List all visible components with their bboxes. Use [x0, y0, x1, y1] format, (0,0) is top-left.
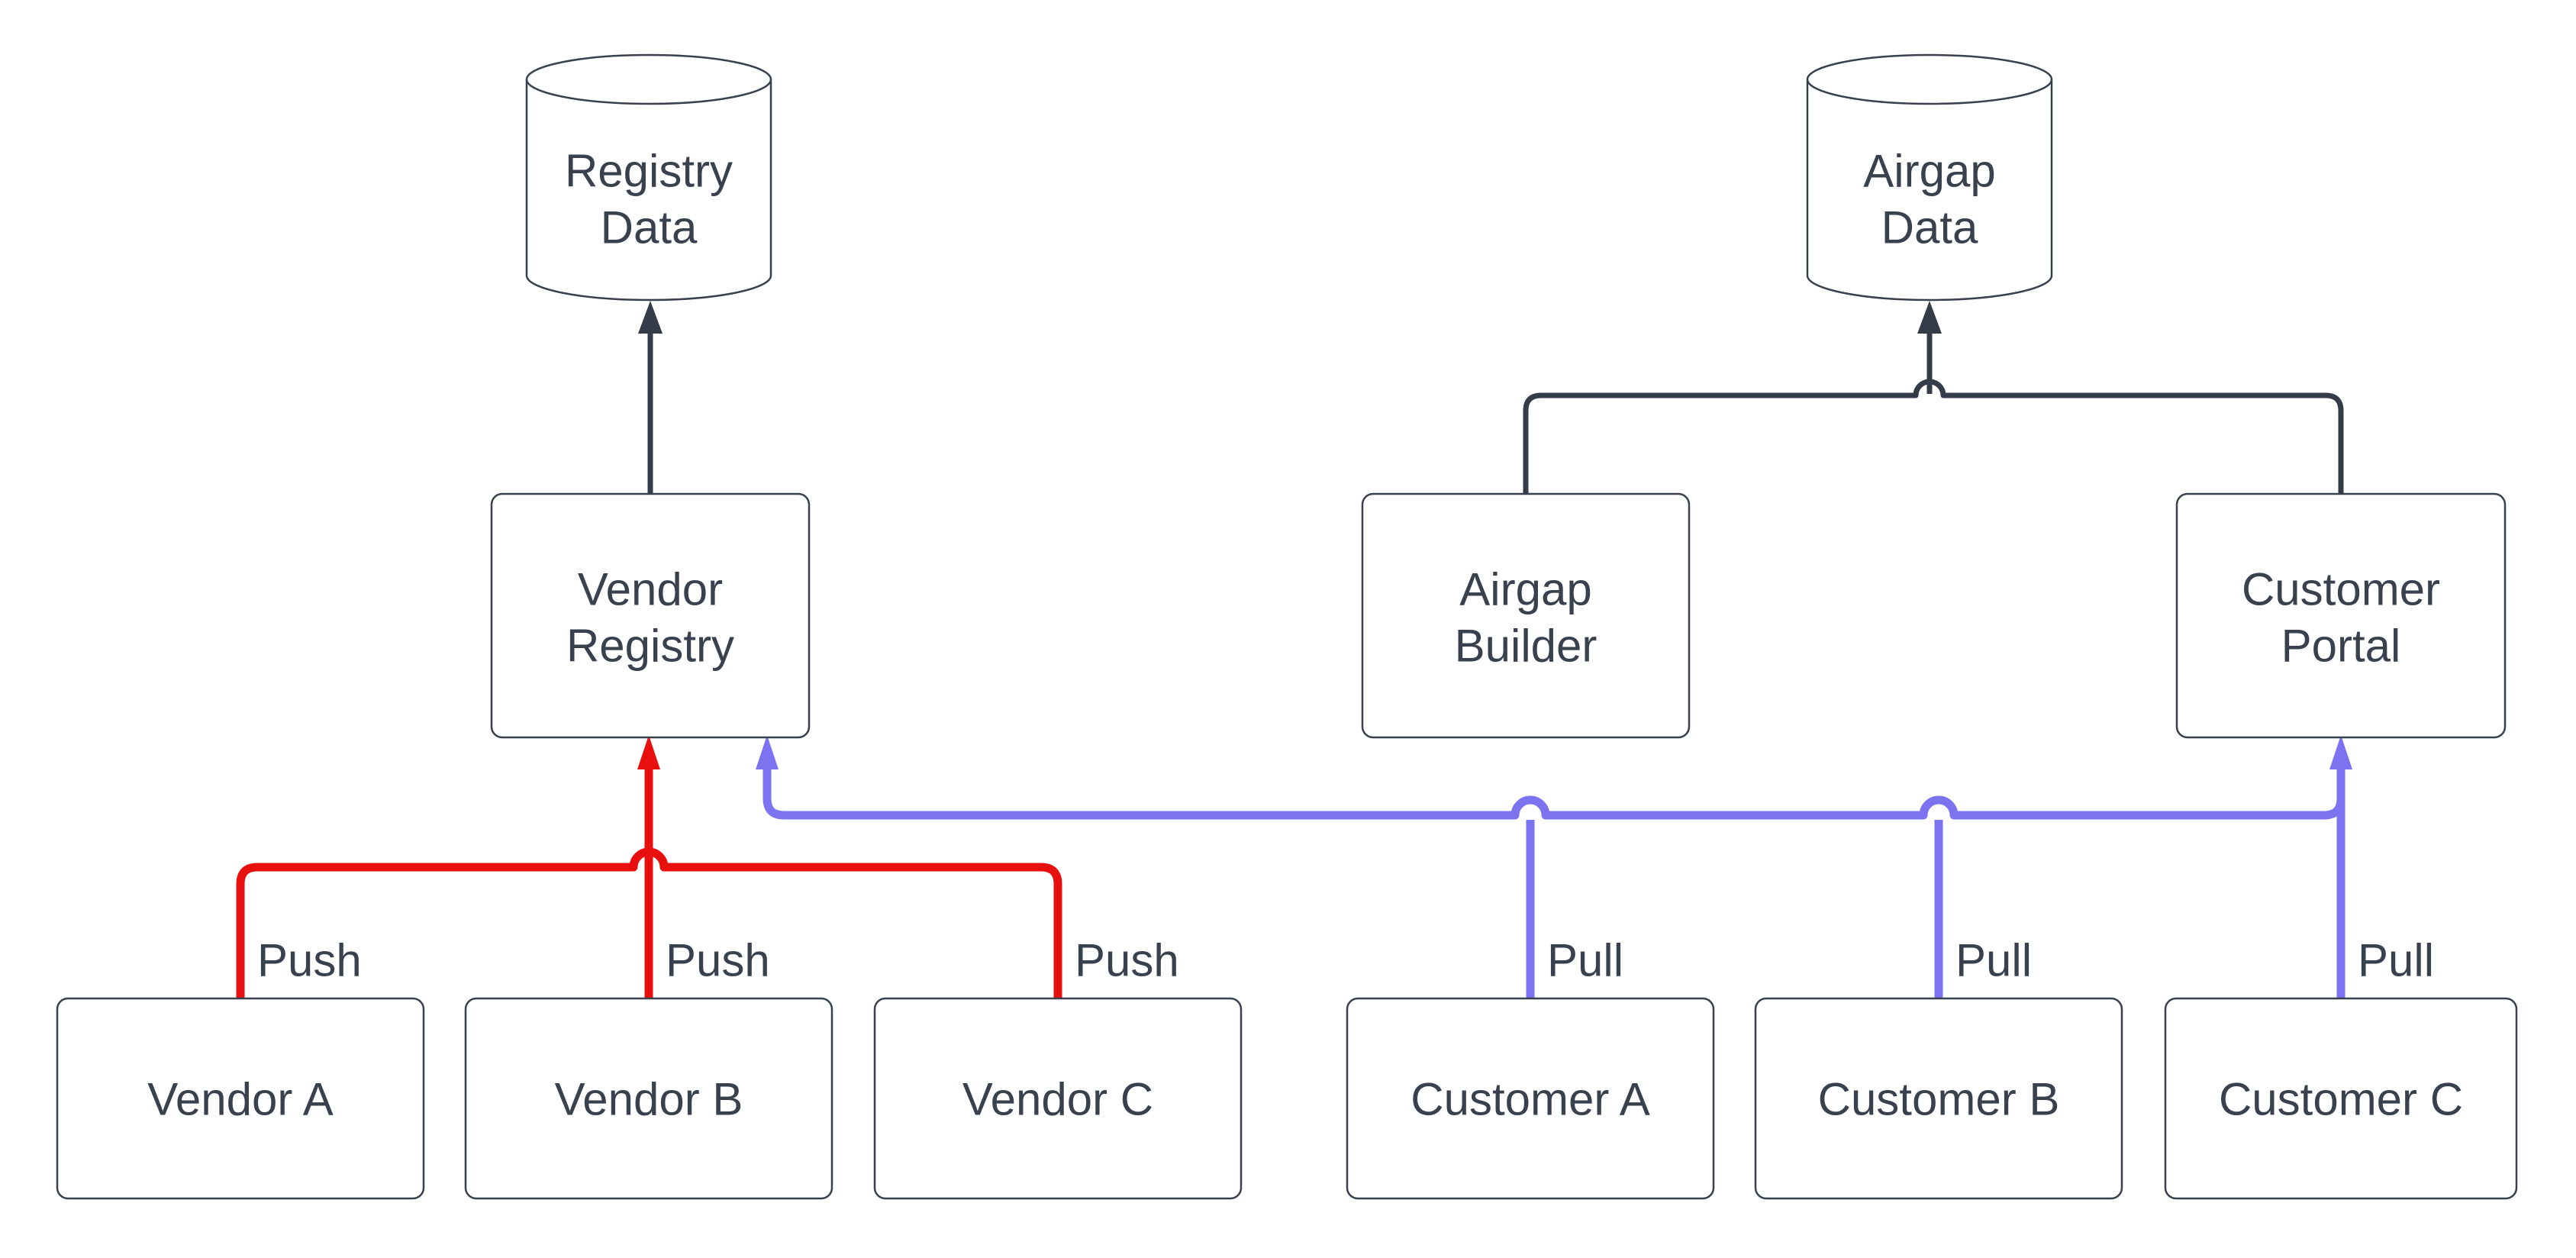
customer-b-label: Customer B	[1818, 1074, 2060, 1125]
node-vendor-b: Vendor B	[464, 997, 833, 1200]
customer-portal-label-line1: Customer	[2242, 564, 2440, 615]
node-vendor-a: Vendor A	[56, 997, 425, 1200]
customer-a-box	[1346, 997, 1715, 1200]
airgap-builder-box	[1361, 492, 1691, 739]
edge-label-pull-b: Pull	[1955, 935, 2032, 986]
edge-label-pull-c: Pull	[2358, 935, 2434, 986]
arrowhead-registry-data	[638, 301, 663, 334]
edge-label-push-a: Push	[257, 935, 362, 986]
airgap-builder-label-line2: Builder	[1455, 621, 1598, 672]
push-edges	[236, 735, 1062, 998]
vendor-a-box	[56, 997, 425, 1200]
node-customer-c: Customer C	[2164, 997, 2518, 1200]
dark-edges	[638, 301, 2344, 494]
node-vendor-registry: Vendor Registry	[490, 492, 811, 739]
customer-b-box	[1754, 997, 2123, 1200]
airgap-data-label-line1: Airgap	[1863, 146, 1995, 197]
customer-a-label: Customer A	[1411, 1074, 1649, 1125]
arrowhead-airgap-data	[1917, 301, 1942, 334]
edge-airgap-builder-customer-portal-merge	[1523, 379, 2344, 494]
vendor-b-box	[464, 997, 833, 1200]
registry-data-cylinder-rim	[525, 79, 772, 105]
vendor-b-label: Vendor B	[555, 1074, 743, 1125]
airgap-data-cylinder	[1806, 53, 2053, 302]
airgap-builder-label-line1: Airgap	[1459, 564, 1591, 615]
edge-labels: Push Push Push Pull Pull Pull	[257, 935, 2434, 986]
airgap-data-label-line2: Data	[1881, 202, 1978, 253]
arrowhead-pull-customer-portal	[2329, 735, 2352, 769]
vendor-a-label: Vendor A	[147, 1074, 334, 1125]
customer-c-label: Customer C	[2219, 1074, 2463, 1125]
customer-portal-label-line2: Portal	[2281, 621, 2401, 672]
edge-pull-bus	[762, 766, 2345, 820]
node-customer-a: Customer A	[1346, 997, 1715, 1200]
node-airgap-builder: Airgap Builder	[1361, 492, 1691, 739]
airgap-data-cylinder-rim	[1806, 79, 2053, 105]
node-customer-b: Customer B	[1754, 997, 2123, 1200]
registry-data-label-line2: Data	[601, 202, 698, 253]
vendor-registry-box	[490, 492, 811, 739]
node-customer-portal: Customer Portal	[2175, 492, 2507, 739]
edge-label-push-c: Push	[1075, 935, 1179, 986]
arrowhead-push-vendor-registry	[637, 735, 660, 769]
customer-c-box	[2164, 997, 2518, 1200]
vendor-registry-label-line2: Registry	[566, 621, 734, 672]
node-vendor-c: Vendor C	[873, 997, 1243, 1200]
registry-data-label-line1: Registry	[565, 146, 733, 197]
customer-portal-box	[2175, 492, 2507, 739]
registry-data-cylinder	[525, 53, 772, 302]
node-registry-data: Registry Data	[525, 53, 772, 302]
vendor-c-label: Vendor C	[962, 1074, 1153, 1125]
vendor-c-box	[873, 997, 1243, 1200]
edge-label-pull-a: Pull	[1547, 935, 1623, 986]
pull-edges	[756, 735, 2352, 998]
arrowhead-pull-vendor-registry	[756, 735, 779, 769]
edge-label-push-b: Push	[666, 935, 770, 986]
node-airgap-data: Airgap Data	[1806, 53, 2053, 302]
vendor-registry-label-line1: Vendor	[578, 564, 723, 615]
